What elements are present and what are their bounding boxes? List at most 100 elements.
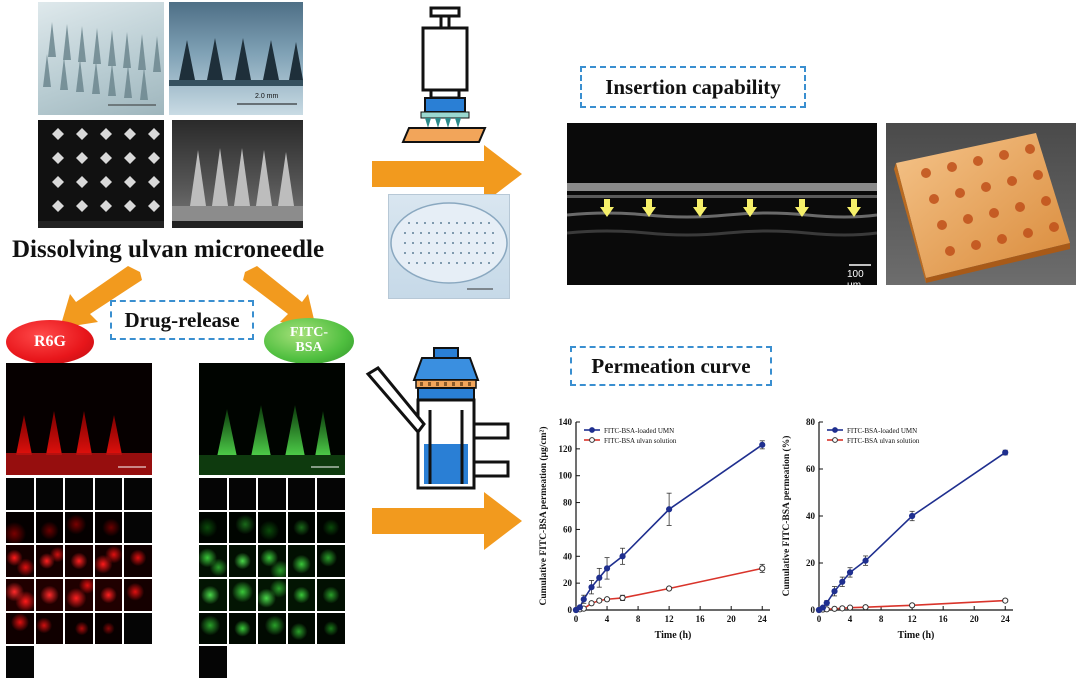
legend-label: FITC-BSA ulvan solution bbox=[847, 437, 920, 445]
data-point bbox=[588, 584, 595, 591]
montage-cell bbox=[229, 646, 257, 678]
microneedle-photo-optical-2: 2.0 mm bbox=[169, 2, 303, 115]
montage-cell bbox=[36, 646, 64, 678]
y-tick-label: 20 bbox=[563, 578, 573, 588]
fitc-needles-art bbox=[199, 405, 345, 475]
montage-cell bbox=[258, 612, 286, 645]
montage-cell bbox=[65, 478, 93, 510]
insertion-arrow bbox=[372, 145, 522, 203]
x-axis-label: Time (h) bbox=[655, 630, 692, 640]
montage-cell bbox=[228, 511, 257, 544]
insertion-capability-label: Insertion capability bbox=[580, 66, 806, 108]
r6g-fluorescence-main bbox=[6, 363, 152, 475]
montage-cell bbox=[228, 612, 257, 645]
data-point bbox=[666, 506, 673, 513]
montage-cell bbox=[124, 545, 152, 577]
data-point bbox=[619, 594, 626, 602]
montage-cell bbox=[94, 511, 123, 544]
montage-cell bbox=[124, 578, 152, 611]
data-point bbox=[576, 604, 583, 611]
montage-cell bbox=[6, 612, 34, 645]
sem-needles-art bbox=[172, 148, 303, 228]
montage-cell bbox=[199, 545, 227, 577]
fitc-montage bbox=[199, 478, 345, 678]
x-tick-label: 20 bbox=[970, 614, 980, 624]
montage-cell bbox=[317, 578, 345, 611]
data-point bbox=[862, 604, 869, 611]
montage-cell bbox=[228, 545, 257, 577]
montage-cell bbox=[35, 545, 64, 577]
r6g-needles-art bbox=[6, 411, 152, 475]
montage-cell bbox=[317, 545, 345, 577]
y-tick-label: 120 bbox=[559, 444, 573, 454]
montage-cell bbox=[35, 612, 64, 645]
data-point bbox=[596, 574, 603, 581]
montage-cell bbox=[94, 612, 123, 645]
montage-cell bbox=[288, 646, 316, 678]
montage-cell bbox=[6, 478, 34, 510]
data-point bbox=[839, 578, 846, 585]
y-axis-label: Cumulative FITC-BSA permeation (µg/cm²) bbox=[538, 426, 549, 605]
legend-marker bbox=[589, 437, 595, 443]
data-point bbox=[846, 604, 854, 611]
franz-diffusion-cell bbox=[365, 347, 510, 490]
x-tick-label: 20 bbox=[727, 614, 737, 624]
montage-cell bbox=[317, 646, 345, 678]
legend-marker bbox=[589, 427, 595, 433]
montage-cell bbox=[287, 545, 316, 577]
dissolving-title: Dissolving ulvan microneedle bbox=[12, 236, 325, 263]
series-line bbox=[575, 444, 763, 611]
drug-release-text: Drug-release bbox=[124, 307, 240, 332]
y-tick-label: 0 bbox=[568, 605, 573, 615]
y-tick-label: 20 bbox=[806, 558, 816, 568]
x-tick-label: 12 bbox=[908, 614, 918, 624]
montage-cell bbox=[258, 478, 286, 510]
sem-pyramids-art bbox=[38, 128, 164, 228]
montage-cell bbox=[317, 478, 345, 510]
montage-cell bbox=[228, 478, 257, 510]
montage-cell bbox=[94, 478, 123, 510]
syringe-illustration bbox=[401, 6, 487, 143]
data-point bbox=[603, 565, 611, 572]
x-tick-label: 8 bbox=[879, 614, 884, 624]
arrows-left bbox=[60, 266, 316, 328]
data-point bbox=[846, 569, 854, 576]
x-tick-label: 4 bbox=[605, 614, 610, 624]
x-tick-label: 16 bbox=[939, 614, 949, 624]
fitc-fluorescence-main bbox=[199, 363, 345, 475]
y-axis-label: Cumulative FITC-BSA permeation (%) bbox=[781, 436, 792, 597]
data-point bbox=[580, 596, 587, 603]
sem-side-view bbox=[172, 120, 303, 228]
oct-cross-section: 100 µm bbox=[567, 123, 877, 285]
montage-cell bbox=[65, 511, 93, 544]
legend-label: FITC-BSA-loaded UMN bbox=[847, 427, 917, 435]
data-point bbox=[759, 565, 766, 572]
x-axis-label: Time (h) bbox=[898, 630, 935, 640]
montage-cell bbox=[199, 578, 227, 611]
montage-cell bbox=[94, 578, 123, 611]
data-point bbox=[909, 602, 916, 609]
montage-cell bbox=[317, 612, 345, 645]
montage-cell bbox=[6, 511, 34, 544]
legend-marker bbox=[832, 437, 838, 443]
r6g-text: R6G bbox=[34, 332, 66, 350]
data-point bbox=[839, 605, 846, 612]
x-tick-label: 0 bbox=[574, 614, 579, 624]
montage-cell bbox=[124, 646, 152, 678]
data-point bbox=[862, 557, 869, 564]
scale-bar-label: 2.0 mm bbox=[255, 93, 279, 100]
permeation-curve-label: Permeation curve bbox=[570, 346, 772, 386]
r6g-label: R6G bbox=[6, 320, 94, 364]
data-point bbox=[831, 605, 838, 612]
data-point bbox=[819, 604, 826, 611]
y-tick-label: 60 bbox=[806, 464, 816, 474]
data-point bbox=[909, 512, 916, 520]
oct-scale-label: 100 µm bbox=[847, 269, 864, 285]
x-tick-label: 0 bbox=[817, 614, 822, 624]
montage-cell bbox=[228, 578, 257, 611]
data-point bbox=[831, 588, 838, 595]
montage-cell bbox=[199, 612, 227, 645]
montage-cell bbox=[65, 578, 93, 611]
